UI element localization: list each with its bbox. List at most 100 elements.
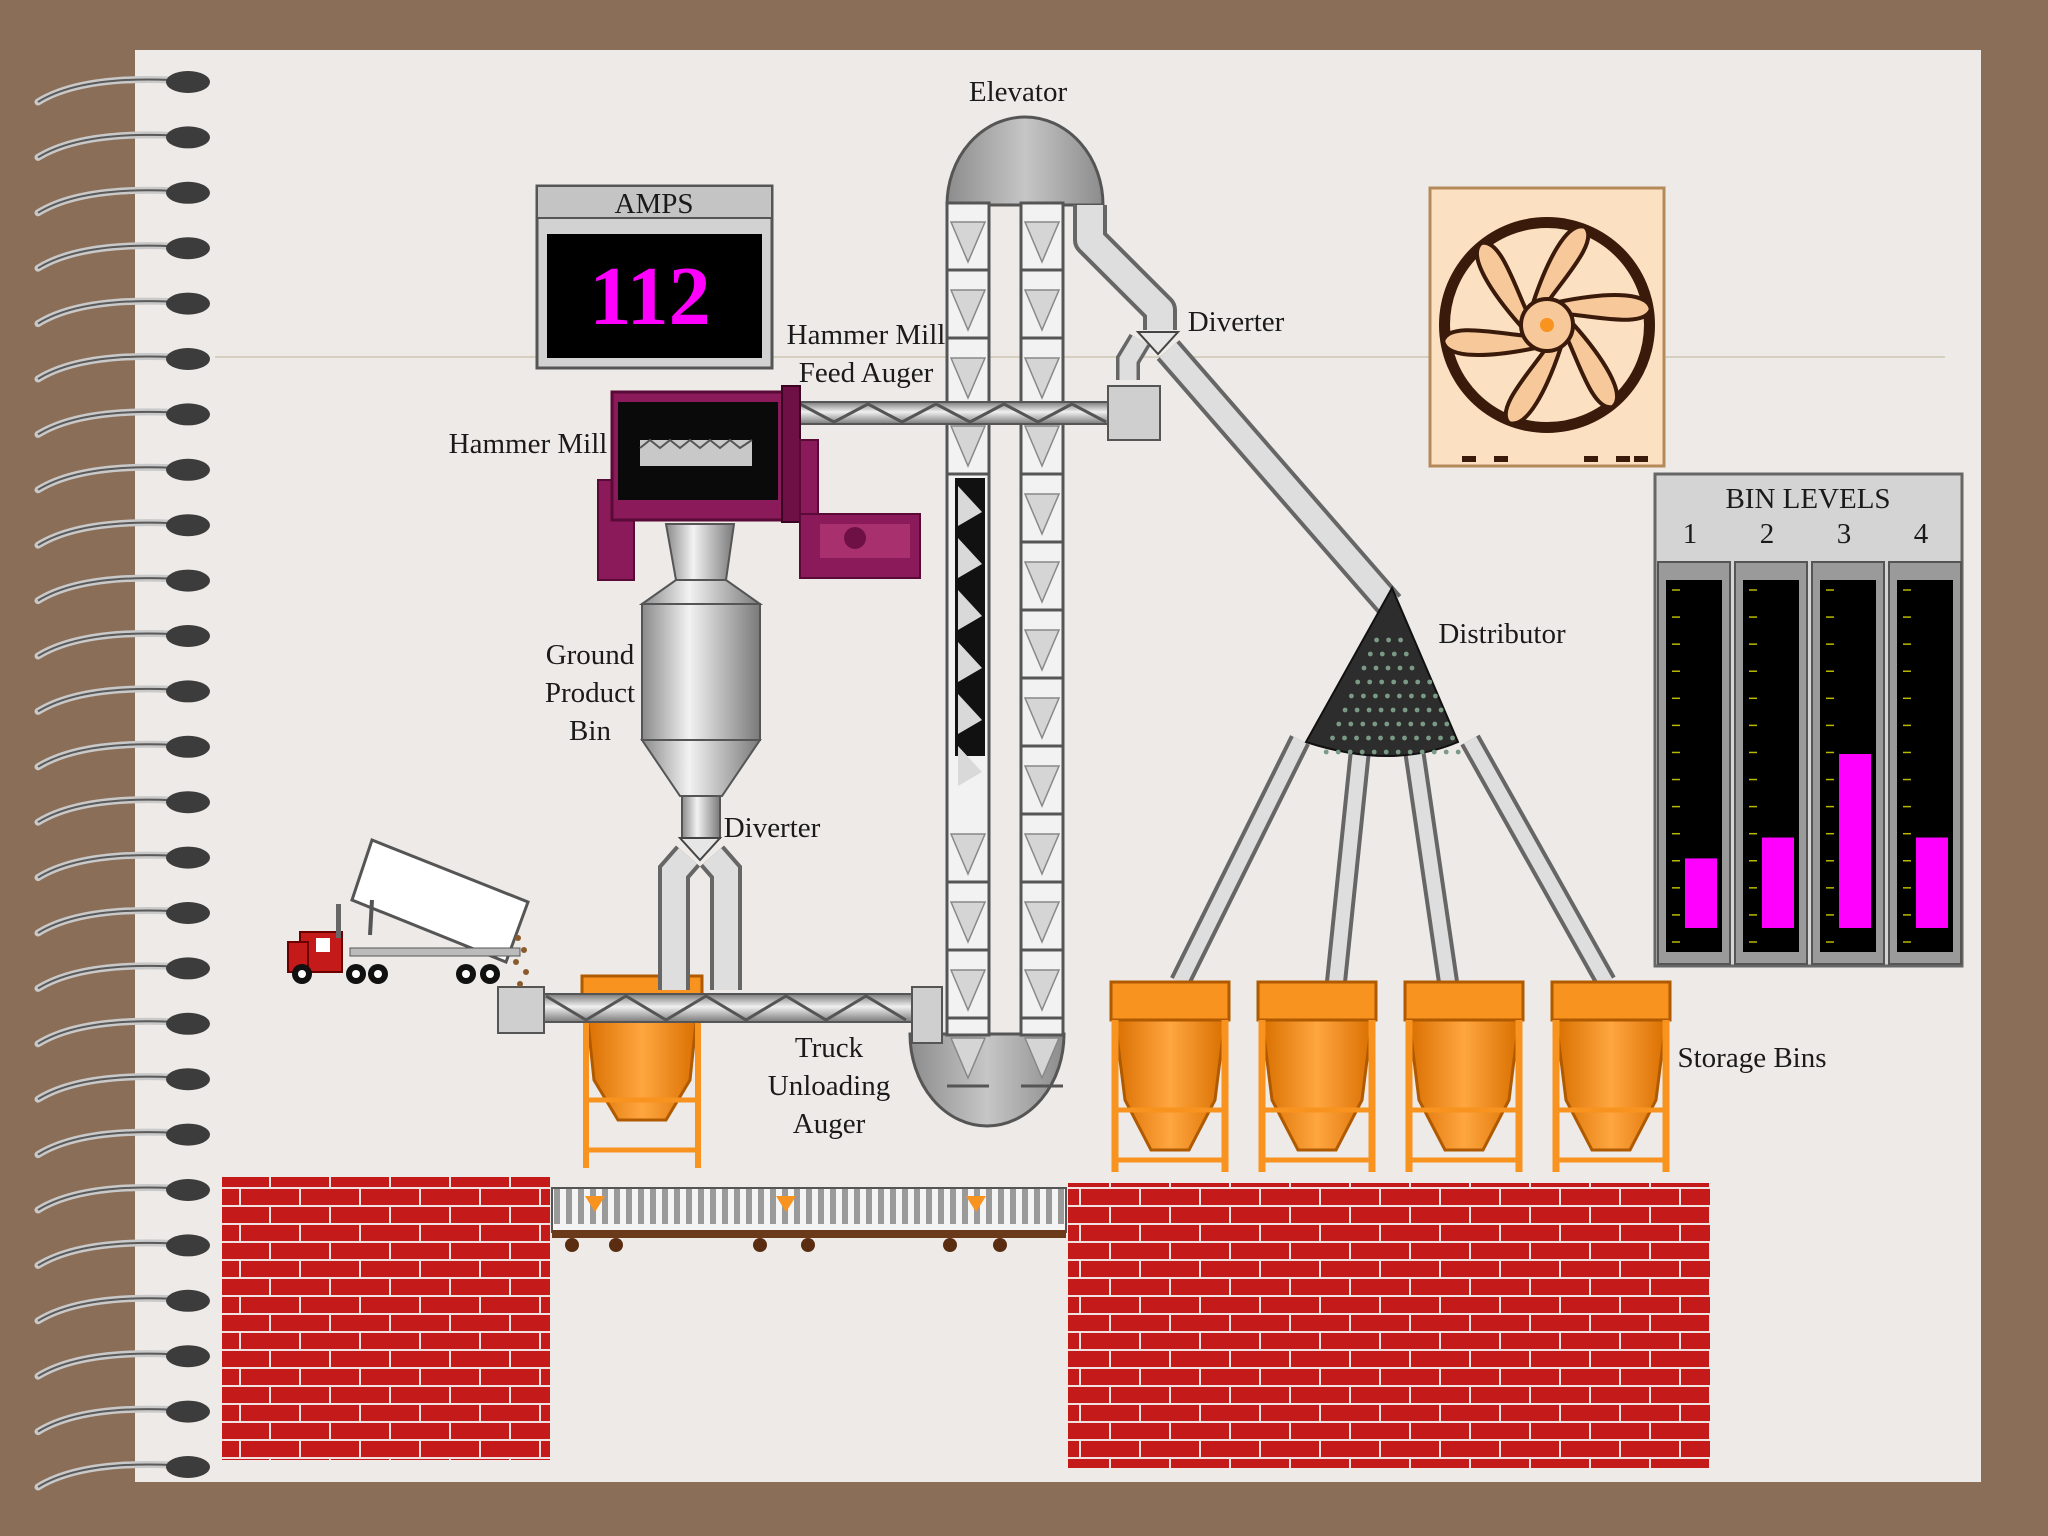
distributor-texture-dot xyxy=(1386,637,1391,643)
label-truck-unloading-auger-line2: Unloading xyxy=(768,1070,890,1102)
label-ground-product-bin-line2: Product xyxy=(545,677,635,709)
binding-hole xyxy=(166,791,210,814)
spiral-ring-edge xyxy=(37,1352,173,1378)
binding-hole xyxy=(166,292,210,315)
binding-hole xyxy=(166,1345,210,1368)
spiral-ring-edge xyxy=(37,1297,173,1322)
distributor-texture-dot xyxy=(1379,679,1385,685)
fan-blade xyxy=(1441,328,1539,357)
label-hammer-mill-feed-auger-line1: Hammer Mill xyxy=(787,319,946,351)
spiral-ring-edge xyxy=(37,410,173,436)
fan-blade xyxy=(1555,293,1653,322)
top-diverter-valve xyxy=(1135,331,1181,356)
distributor-texture-dot xyxy=(1372,721,1378,727)
distributor-texture-dot xyxy=(1415,679,1421,685)
distributor-texture-dot xyxy=(1347,749,1353,755)
spiral-ring-edge xyxy=(37,78,173,103)
bucket-elevator xyxy=(908,115,1105,1128)
distributor xyxy=(1170,585,1616,988)
rail-conveyor xyxy=(551,1187,1067,1252)
amps-meter: AMPS 112 xyxy=(535,184,774,370)
spiral-ring-edge xyxy=(37,964,173,990)
elevator-bucket xyxy=(1023,425,1061,468)
distributor-texture-dot xyxy=(1361,693,1366,699)
amps-meter-title: AMPS xyxy=(615,188,694,220)
distributor-texture-dot xyxy=(1409,693,1414,699)
label-hammer-mill-feed-auger-line2: Feed Auger xyxy=(799,357,934,389)
brick-wall-left xyxy=(222,1177,550,1460)
bin-gauge-1: 1 xyxy=(1657,518,1731,965)
distributor-texture-dot xyxy=(1366,735,1371,741)
spiral-ring-edge xyxy=(37,854,173,879)
elevator-loaded-bucket xyxy=(958,486,982,526)
distributor-texture-dot xyxy=(1323,749,1329,755)
fan-blade xyxy=(1563,320,1619,410)
bin-gauge-label-3: 3 xyxy=(1837,518,1852,550)
distributor-texture-dot xyxy=(1426,707,1432,713)
label-ground-product-bin-line3: Bin xyxy=(569,715,611,747)
binding-hole xyxy=(166,1012,210,1035)
hammer-mill-feed-auger xyxy=(797,385,1161,441)
storage-bin-3 xyxy=(1403,980,1525,1172)
distributor-texture-dot xyxy=(1371,749,1377,755)
elevator-bucket xyxy=(949,833,987,876)
elevator-bucket xyxy=(1023,833,1061,876)
distributor-texture-dot xyxy=(1378,735,1383,741)
distributor-texture-dot xyxy=(1335,749,1341,755)
exhaust-fan xyxy=(1428,186,1666,468)
binding-hole xyxy=(166,1400,210,1423)
label-ground-product-bin-line1: Ground xyxy=(546,639,635,671)
distributor-texture-dot xyxy=(1395,749,1401,755)
truck-unloading-auger xyxy=(497,986,943,1044)
spiral-ring-edge xyxy=(37,355,173,380)
distributor-texture-dot xyxy=(1426,735,1431,741)
binding-hole xyxy=(166,1123,210,1146)
elevator-loaded-bucket xyxy=(958,746,982,786)
distributor-texture-dot xyxy=(1455,749,1461,755)
distributor-texture-dot xyxy=(1432,721,1438,727)
elevator-bucket xyxy=(949,901,987,944)
elevator-bucket xyxy=(1023,629,1061,672)
hammer-mill xyxy=(597,385,921,581)
binding-hole xyxy=(166,458,210,481)
elevator-bucket xyxy=(1023,765,1061,808)
spiral-ring-edge xyxy=(37,466,173,491)
distributor-texture-dot xyxy=(1402,707,1408,713)
spiral-ring-edge xyxy=(37,632,173,657)
label-truck-unloading-auger-line1: Truck xyxy=(795,1032,864,1064)
binding-hole xyxy=(166,569,210,592)
spiral-ring-edge xyxy=(37,577,173,602)
binding-hole xyxy=(166,957,210,980)
distributor-texture-dot xyxy=(1355,679,1361,685)
spiral-ring-edge xyxy=(37,1463,173,1488)
distributor-texture-dot xyxy=(1379,651,1385,657)
distributor-texture-dot xyxy=(1403,651,1409,657)
elevator-bucket xyxy=(1023,493,1061,536)
distributor-texture-dot xyxy=(1409,665,1415,671)
distributor-texture-dot xyxy=(1408,721,1414,727)
spiral-ring-edge xyxy=(37,687,173,713)
distributor-texture-dot xyxy=(1414,735,1419,741)
elevator-bucket xyxy=(1023,289,1061,332)
distributor-texture-dot xyxy=(1398,637,1403,643)
bin-gauge-label-2: 2 xyxy=(1760,518,1775,550)
distributor-texture-dot xyxy=(1378,707,1384,713)
binding-hole xyxy=(166,181,210,204)
distributor-texture-dot xyxy=(1450,735,1455,741)
elevator-bucket xyxy=(949,425,987,468)
storage-bin-2 xyxy=(1256,980,1378,1172)
spiral-ring-edge xyxy=(37,244,173,270)
distributor-texture-dot xyxy=(1367,679,1373,685)
distributor-texture-dot xyxy=(1330,735,1335,741)
binding-hole xyxy=(166,237,210,260)
elevator-bucket xyxy=(949,1037,987,1080)
spiral-ring-edge xyxy=(37,1131,173,1156)
distributor-texture-dot xyxy=(1367,651,1373,657)
bin-gauge-label-4: 4 xyxy=(1914,518,1929,550)
distributor-texture-dot xyxy=(1361,665,1367,671)
distributor-texture-dot xyxy=(1402,735,1407,741)
binding-hole xyxy=(166,403,210,426)
label-diverter-bottom: Diverter xyxy=(724,812,821,844)
